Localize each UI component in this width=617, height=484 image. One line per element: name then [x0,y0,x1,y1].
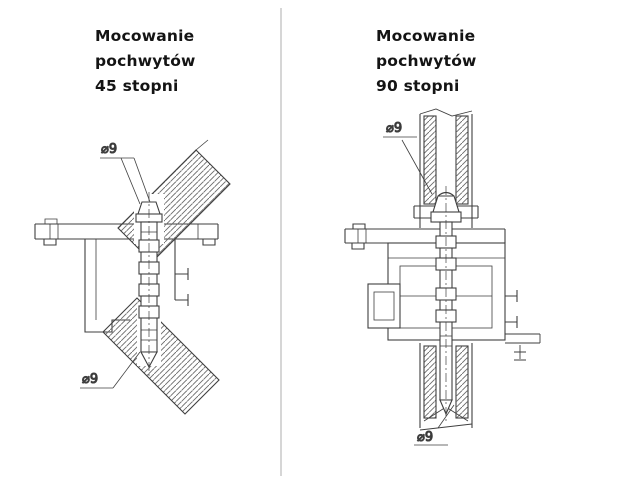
left-bottom-diagonal-wall [102,297,220,415]
left-dim-bottom-label: ⌀9 [82,372,98,387]
right-title-line3: 90 stopni [376,77,460,95]
left-title-line1: Mocowanie [95,27,195,45]
right-dim-bottom-label: ⌀9 [417,430,433,445]
right-bottom-tube [419,343,473,431]
right-diagram: ⌀9 ⌀9 [344,108,541,446]
right-dim-bottom-leader [414,404,455,446]
right-diagram-title: Mocowanie pochwytów 90 stopni [376,24,477,99]
right-title-line1: Mocowanie [376,27,476,45]
left-screw [135,201,163,369]
right-dim-top-label: ⌀9 [386,121,402,136]
left-dim-top-label: ⌀9 [101,142,117,157]
left-top-diagonal-wall [117,139,231,263]
left-dim-bottom-leader [80,351,141,389]
left-title-line2: pochwytów [95,52,196,70]
right-rail-profile [344,223,506,250]
left-diagram-title: Mocowanie pochwytów 45 stopni [95,24,196,99]
left-dim-top-leader [100,157,151,205]
right-top-tube [413,108,479,228]
right-dim-top-leader [383,136,433,195]
left-diagram: ⌀9 ⌀9 [34,139,231,415]
left-title-line3: 45 stopni [95,77,179,95]
right-title-line2: pochwytów [376,52,477,70]
